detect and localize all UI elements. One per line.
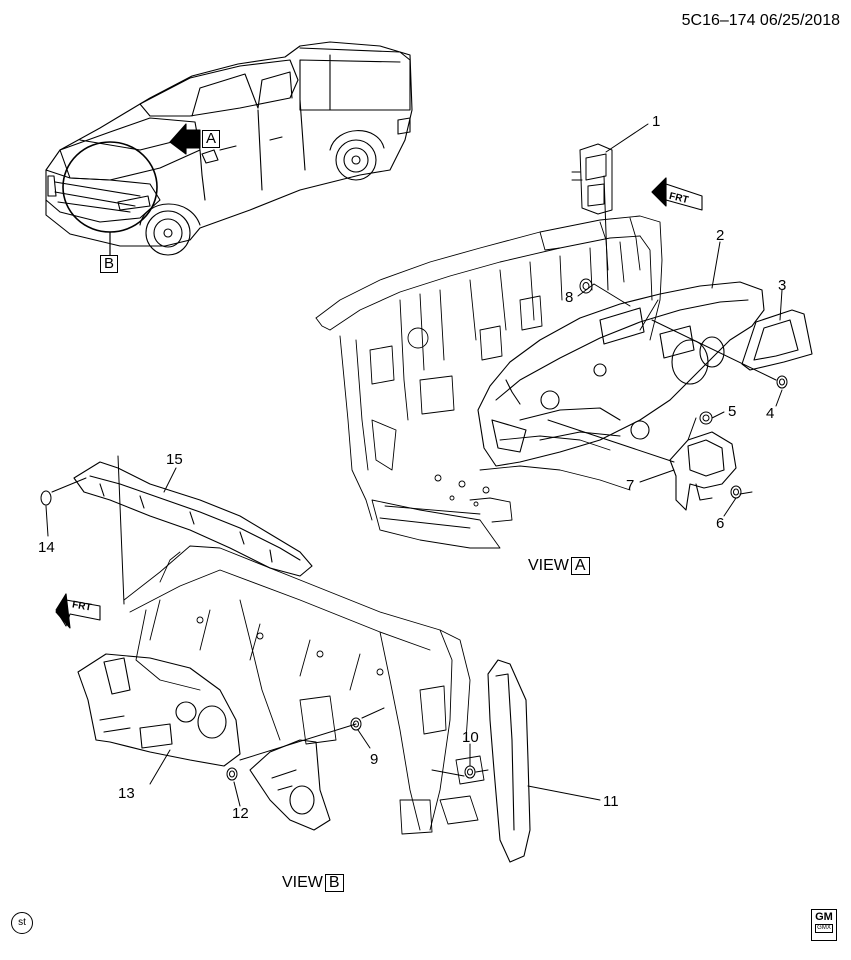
callout-6: 6 — [716, 515, 725, 532]
part-7-duct — [669, 431, 737, 511]
callout-15: 15 — [166, 451, 183, 468]
callout-13: 13 — [118, 785, 135, 802]
callout-5: 5 — [728, 403, 737, 420]
view-b-prefix: VIEW — [282, 874, 323, 891]
callout-4: 4 — [766, 405, 775, 422]
callout-11: 11 — [603, 793, 619, 810]
fastener-parts — [40, 278, 788, 781]
callout-9: 9 — [370, 751, 379, 768]
callout-3: 3 — [778, 277, 787, 294]
view-b-cowl-structure — [123, 545, 485, 835]
frt-arrow-top — [651, 177, 703, 211]
st-symbol-icon: st — [11, 912, 33, 934]
callout-7: 7 — [626, 477, 635, 494]
view-b-letter: B — [324, 874, 344, 892]
view-b-circle — [62, 141, 158, 233]
callout-1: 1 — [652, 113, 661, 130]
diagram-code-date: 5C16–174 06/25/2018 — [681, 12, 840, 29]
view-a-cab-structure — [315, 215, 663, 549]
callout-12: 12 — [232, 805, 249, 822]
callout-8: 8 — [565, 289, 574, 306]
part-1-bracket — [571, 143, 613, 215]
truck-callout-a: A — [202, 130, 221, 148]
view-a-prefix: VIEW — [528, 557, 569, 574]
view-a-arrow — [169, 123, 201, 155]
gm-logo-text: GM — [815, 911, 833, 923]
view-a-letter: A — [570, 557, 590, 575]
part-15-cowl-panel — [73, 461, 313, 577]
callout-10: 10 — [462, 729, 479, 746]
callout-2: 2 — [716, 227, 725, 244]
truck-illustration — [45, 41, 413, 256]
gm-logo-sub: GMX — [815, 924, 833, 933]
part-11-panel — [487, 659, 531, 863]
gm-logo-icon: GM GMX — [811, 909, 837, 941]
leader-lines — [45, 123, 783, 807]
truck-callout-b: B — [100, 255, 119, 273]
part-3-gasket — [741, 309, 813, 371]
part-2-dash-insulator — [477, 281, 765, 467]
frt-arrow-left — [55, 593, 101, 629]
part-13-insulator — [77, 653, 241, 767]
callout-14: 14 — [38, 539, 55, 556]
